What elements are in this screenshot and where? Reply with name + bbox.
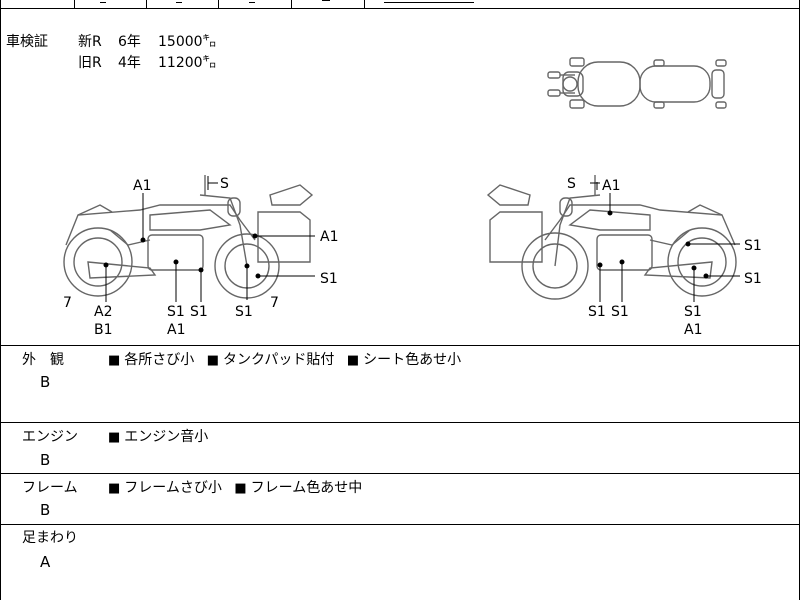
condition-grade-frame: B bbox=[40, 501, 51, 519]
top-view-bike-icon bbox=[547, 57, 727, 109]
bullet-square-icon: ■ bbox=[108, 430, 121, 445]
motorcycle-diagram: A1 S A1 S1 7 7 A2 B1 S1 S1 S1 A1 S A1 S1… bbox=[63, 57, 762, 338]
label-left-s1-b: S1 bbox=[190, 304, 208, 320]
label-right-a1-top: A1 bbox=[602, 178, 620, 194]
note-text: 各所さび小 bbox=[124, 352, 195, 368]
label-left-s-top: S bbox=[220, 176, 229, 192]
top-cell-divider bbox=[74, 0, 75, 8]
bullet-square-icon: ■ bbox=[346, 353, 360, 368]
top-cell-fragment bbox=[176, 2, 182, 3]
bullet-square-icon: ■ bbox=[206, 353, 220, 368]
label-left-s1-c: S1 bbox=[235, 304, 253, 320]
label-right-s1-right1: S1 bbox=[744, 238, 762, 254]
condition-separator bbox=[0, 422, 800, 423]
label-left-seven-left: 7 bbox=[63, 295, 72, 311]
label-left-a2: A2 bbox=[94, 304, 112, 320]
diagram-bottom-line bbox=[0, 345, 800, 346]
condition-grade-suspension: A bbox=[40, 553, 51, 571]
condition-label-engine: エンジン bbox=[22, 429, 78, 445]
left-border bbox=[0, 0, 1, 600]
label-left-b1: B1 bbox=[94, 322, 113, 338]
right-side-bike-icon bbox=[486, 175, 737, 300]
note-text: タンクパッド貼付 bbox=[223, 352, 335, 368]
bullet-square-icon: ■ bbox=[234, 481, 247, 496]
label-left-a1-top: A1 bbox=[133, 178, 151, 194]
note-text: フレーム色あせ中 bbox=[250, 480, 363, 496]
top-row-bottom-line bbox=[0, 8, 800, 9]
label-right-a1-bottom: A1 bbox=[684, 322, 702, 338]
top-cell-divider bbox=[364, 0, 365, 8]
top-cell-divider bbox=[146, 0, 147, 8]
label-left-a1-bottom: A1 bbox=[167, 322, 185, 338]
condition-grade-engine: B bbox=[40, 451, 51, 469]
label-right-s1-a: S1 bbox=[588, 304, 606, 320]
inspection-type-new: 新R bbox=[78, 34, 102, 50]
label-left-s1-a: S1 bbox=[167, 304, 185, 320]
label-left-s1-right: S1 bbox=[320, 271, 338, 287]
inspection-years-new: 6年 bbox=[118, 34, 141, 50]
label-right-s1-b: S1 bbox=[611, 304, 629, 320]
top-cell-fragment bbox=[322, 0, 330, 1]
inspection-type-old: 旧R bbox=[78, 55, 102, 71]
top-cell-divider bbox=[291, 0, 292, 8]
inspection-distance-new: 15000㌔ bbox=[158, 34, 217, 50]
inspection-distance-old: 11200㌔ bbox=[158, 55, 217, 71]
top-cell-fragment bbox=[249, 2, 255, 3]
condition-label-frame: フレーム bbox=[22, 480, 78, 496]
top-cell-fragment bbox=[384, 2, 474, 3]
condition-label-exterior: 外 観 bbox=[22, 352, 64, 368]
inspection-label: 車検証 bbox=[6, 34, 48, 50]
bullet-square-icon: ■ bbox=[108, 353, 121, 368]
label-left-a1-right: A1 bbox=[320, 229, 338, 245]
note-text: シート色あせ小 bbox=[363, 352, 462, 368]
condition-label-suspension: 足まわり bbox=[22, 530, 78, 546]
condition-notes-engine: ■エンジン音小 bbox=[108, 430, 208, 444]
bullet-square-icon: ■ bbox=[108, 481, 121, 496]
label-left-seven-right: 7 bbox=[270, 295, 279, 311]
condition-separator bbox=[0, 524, 800, 525]
condition-separator bbox=[0, 473, 800, 474]
note-text: フレームさび小 bbox=[124, 480, 222, 496]
condition-notes-frame: ■フレームさび小 ■フレーム色あせ中 bbox=[108, 481, 362, 495]
label-right-s1-c: S1 bbox=[684, 304, 702, 320]
label-right-s-top: S bbox=[567, 176, 576, 192]
condition-grade-exterior: B bbox=[40, 373, 51, 391]
top-cell-fragment bbox=[100, 2, 106, 3]
condition-notes-exterior: ■各所さび小 ■タンクパッド貼付 ■シート色あせ小 bbox=[108, 353, 461, 367]
top-cell-divider bbox=[218, 0, 219, 8]
label-right-s1-right2: S1 bbox=[744, 271, 762, 287]
inspection-years-old: 4年 bbox=[118, 55, 141, 71]
note-text: エンジン音小 bbox=[124, 429, 209, 445]
